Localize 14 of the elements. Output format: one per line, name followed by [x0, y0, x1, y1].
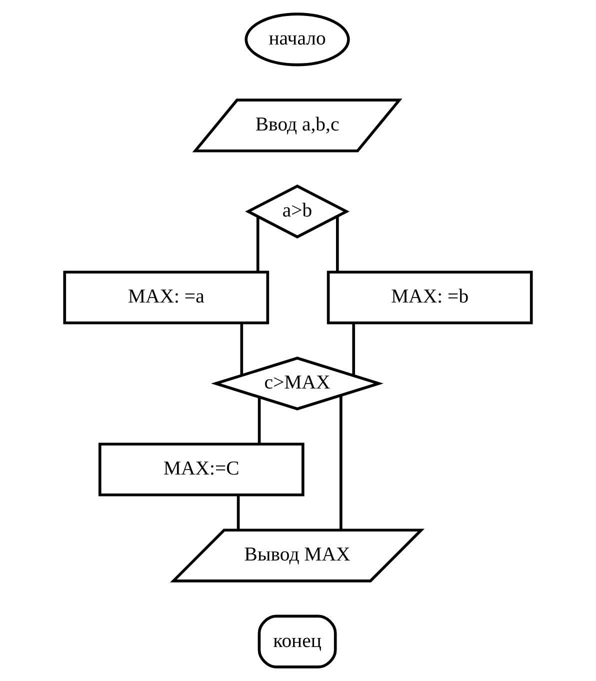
node-box: конец: [258, 614, 337, 668]
connector: [236, 495, 240, 530]
connector: [256, 216, 260, 272]
node-diamond: c>MAX: [211, 356, 384, 410]
connector: [352, 323, 356, 376]
node-box: MAX: =b: [326, 270, 533, 324]
node-diamond: a>b: [245, 184, 350, 238]
node-box: MAX: =a: [63, 270, 270, 324]
node-ellipse: начало: [244, 12, 350, 66]
node-box: MAX:=C: [98, 442, 304, 496]
connector: [240, 323, 244, 376]
connector: [258, 397, 261, 444]
connector: [340, 395, 342, 530]
connector: [336, 216, 339, 272]
